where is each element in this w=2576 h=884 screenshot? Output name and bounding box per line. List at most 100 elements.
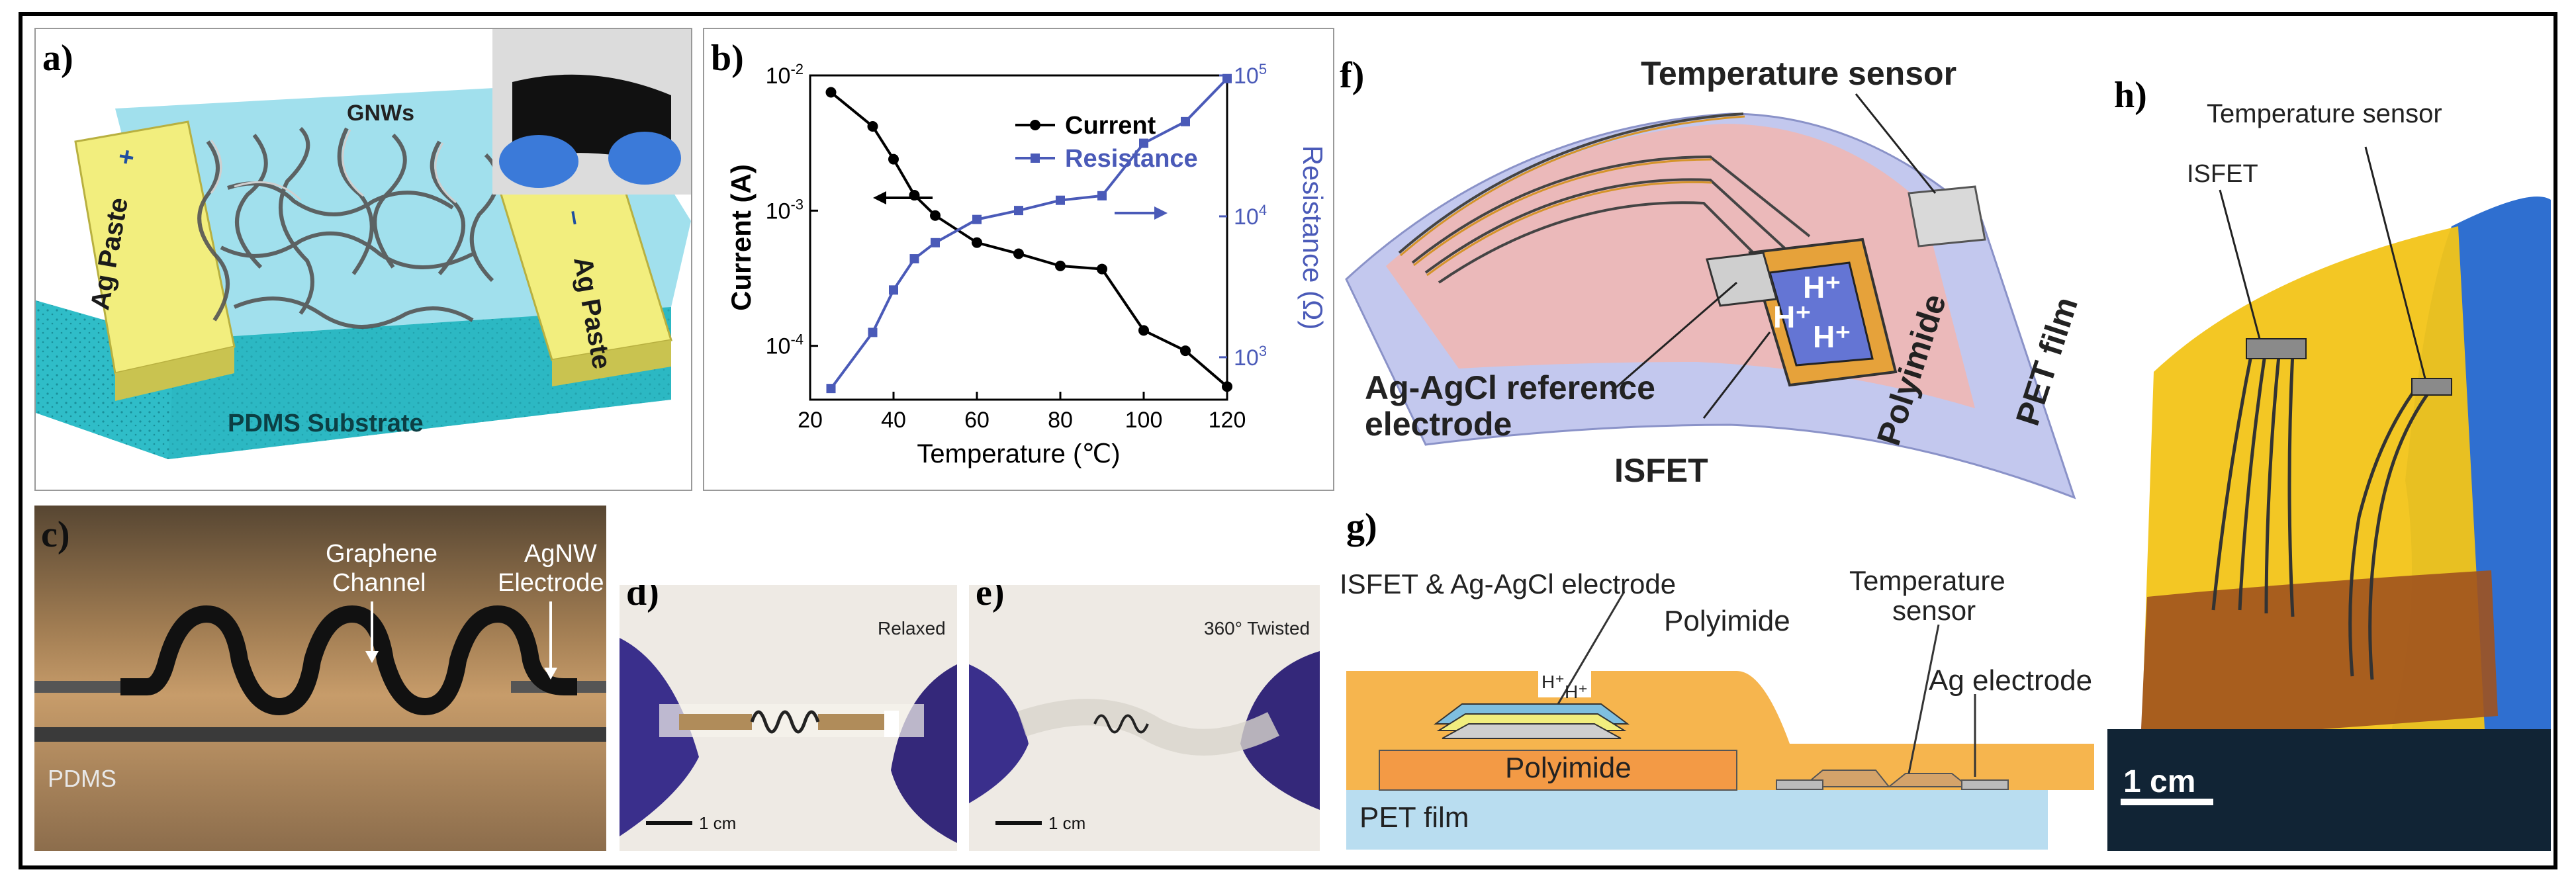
resistance-point xyxy=(1014,206,1023,216)
x-tick-label: 100 xyxy=(1125,408,1163,433)
pet-film-g-label: PET film xyxy=(1359,801,1469,834)
twisted-label: 360° Twisted xyxy=(1204,618,1311,639)
legend-marker-resistance xyxy=(1031,154,1040,163)
panel-g: g) ISFET & Ag-AgCl electrode Polyimide T… xyxy=(1340,506,2094,851)
ref-electrode-line1: Ag-AgCl reference xyxy=(1365,369,1655,406)
plot-frame xyxy=(809,74,1228,401)
graphene-channel-line1: Graphene xyxy=(326,540,438,568)
x-tick-label: 40 xyxy=(881,408,906,433)
panel-h: h) ISFET Temperature sensor 1 cm xyxy=(2107,28,2551,851)
resistance-point xyxy=(826,384,836,394)
panel-b-label: b) xyxy=(711,38,744,79)
resistance-axis-arrowhead xyxy=(1154,206,1168,220)
legend-label-current: Current xyxy=(1065,112,1156,140)
figure-frame: a) GNWs Ag Paste + – Ag Paste PDMS Subst… xyxy=(19,12,2557,869)
temperature-sensor-g-line2: sensor xyxy=(1892,595,1976,626)
y-left-axis-label: Current (A) xyxy=(725,164,757,311)
current-point xyxy=(888,154,899,165)
current-point xyxy=(1180,345,1191,357)
pdms-label: PDMS xyxy=(48,765,117,792)
ag-electrode-label: Ag electrode xyxy=(1929,664,2093,697)
panel-d: d) Relaxed 1 cm xyxy=(620,585,957,851)
agnw-electrode-line1: AgNW xyxy=(524,540,597,568)
y-right-tick-label: 103 xyxy=(1234,343,1267,371)
panel-a-label: a) xyxy=(42,38,73,79)
panel-e: e) 360° Twisted 1 cm xyxy=(969,585,1320,851)
panel-c-label: c) xyxy=(41,514,70,555)
graphene-channel-line2: Channel xyxy=(332,569,426,597)
current-point xyxy=(1055,260,1066,271)
isfet-label-f: ISFET xyxy=(1614,452,1708,489)
panel-f: f) Temperature sensor H⁺ H⁺ H⁺ Ag-AgCl r… xyxy=(1340,28,2094,504)
cross-section-schematic xyxy=(1346,591,2094,850)
flexible-sensor-schematic xyxy=(1345,93,2076,500)
pdms-substrate-label: PDMS Substrate xyxy=(228,410,424,437)
panel-a: a) GNWs Ag Paste + – Ag Paste PDMS Subst… xyxy=(34,28,692,491)
ref-electrode-line2: electrode xyxy=(1365,406,1512,443)
panel-f-label: f) xyxy=(1340,55,1365,96)
serpentine-graphene-device xyxy=(34,601,606,742)
current-point xyxy=(825,87,837,98)
current-point xyxy=(1013,248,1024,259)
resistance-point xyxy=(1139,138,1148,148)
x-tick-label: 120 xyxy=(1209,408,1246,433)
twisted-device-photo xyxy=(969,651,1320,825)
agnw-electrode-line2: Electrode xyxy=(498,569,604,597)
x-tick-label: 20 xyxy=(798,408,823,433)
panel-h-label: h) xyxy=(2114,75,2147,116)
resistance-point xyxy=(931,238,940,247)
current-point xyxy=(1222,381,1232,392)
x-tick-label: 80 xyxy=(1048,408,1073,433)
temperature-chart: 20 40 60 80 100 120 10-4 10-3 10-2 103 104 105Tempe… xyxy=(725,61,1328,468)
polyimide-bottom-label: Polyimide xyxy=(1505,752,1632,784)
temperature-sensor-g-line1: Temperature xyxy=(1849,565,2005,596)
resistance-point xyxy=(909,254,919,264)
current-point xyxy=(972,237,982,248)
current-point xyxy=(930,210,941,221)
relaxed-label: Relaxed xyxy=(878,618,946,639)
resistance-point xyxy=(1097,191,1107,200)
gnws-label: GNWs xyxy=(347,101,414,126)
resistance-point xyxy=(1056,195,1065,205)
y-left-tick-label: 10-4 xyxy=(766,332,804,359)
resistance-point xyxy=(868,328,878,337)
series-line-current xyxy=(830,91,1228,388)
resistance-point xyxy=(889,285,898,295)
current-point xyxy=(1138,325,1149,336)
panel-d-label: d) xyxy=(626,585,659,613)
polyimide-top-label: Polyimide xyxy=(1664,605,1790,637)
x-tick-label: 60 xyxy=(964,408,989,433)
isfet-label-h: ISFET xyxy=(2187,160,2258,188)
temperature-sensor-label: Temperature sensor xyxy=(1641,55,1957,92)
scale-bar-h: 1 cm xyxy=(2123,764,2196,799)
gnw-device-illustration xyxy=(36,29,691,459)
resistance-point xyxy=(972,214,982,224)
relaxed-device-photo xyxy=(620,638,957,843)
y-left-tick-label: 10-3 xyxy=(766,196,804,224)
resistance-point xyxy=(1181,116,1190,126)
panel-g-label: g) xyxy=(1346,506,1377,547)
temperature-sensor-h-label: Temperature sensor xyxy=(2207,99,2442,128)
panel-e-label: e) xyxy=(976,585,1005,613)
y-left-tick-label: 10-2 xyxy=(766,61,804,89)
ion-label-g1: H⁺ xyxy=(1541,672,1565,692)
panel-c: c) Graphene Channel AgNW Electrode PDMS xyxy=(34,506,606,851)
y-right-tick-label: 105 xyxy=(1234,61,1267,89)
ion-label-g2: H⁺ xyxy=(1565,682,1588,702)
y-right-tick-label: 104 xyxy=(1234,202,1267,230)
ion-label-2: H⁺ xyxy=(1773,300,1812,334)
x-axis-label: Temperature (℃) xyxy=(917,439,1120,468)
current-axis-arrowhead xyxy=(873,191,886,204)
scale-bar-d: 1 cm xyxy=(699,813,737,833)
flexible-sensor-photo xyxy=(2107,146,2551,851)
resistance-point xyxy=(1222,73,1232,83)
ion-label-3: H⁺ xyxy=(1813,320,1851,354)
legend-label-resistance: Resistance xyxy=(1065,145,1198,173)
current-point xyxy=(867,120,878,132)
scale-bar-e: 1 cm xyxy=(1048,813,1086,833)
isfet-ag-label: ISFET & Ag-AgCl electrode xyxy=(1340,568,1677,599)
ion-label-1: H⁺ xyxy=(1803,270,1841,304)
series-line-resistance xyxy=(829,77,1228,390)
y-right-axis-label: Resistance (Ω) xyxy=(1297,146,1328,330)
